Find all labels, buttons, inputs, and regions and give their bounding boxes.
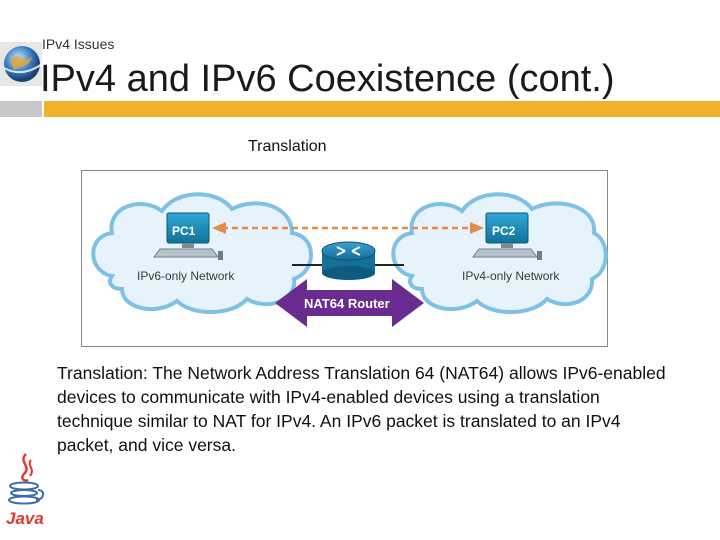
right-network-label: IPv4-only Network	[462, 269, 560, 283]
body-paragraph: Translation: The Network Address Transla…	[57, 361, 677, 457]
body-term: Translation	[57, 363, 143, 383]
globe-logo-icon	[0, 42, 43, 86]
pc1-computer-icon	[153, 212, 223, 260]
router-icon	[321, 241, 376, 280]
pc1-label: PC1	[172, 224, 196, 238]
left-network-label: IPv6-only Network	[137, 269, 235, 283]
nat64-router-arrow	[275, 279, 424, 327]
java-logo-text: Java	[6, 509, 44, 528]
nat64-router-label: NAT64 Router	[304, 296, 390, 311]
slide-title: IPv4 and IPv6 Coexistence (cont.)	[40, 58, 615, 100]
dashed-communication-arrow	[212, 222, 484, 234]
title-accent-bar	[44, 101, 720, 117]
slide-subtitle: IPv4 Issues	[42, 36, 115, 52]
pc2-computer-icon	[472, 212, 542, 260]
figure-caption: Translation	[248, 138, 327, 155]
java-logo-icon: Java	[6, 453, 44, 528]
nat64-diagram: PC1 IPv6-only Network PC2 IPv4-only Netw…	[81, 170, 608, 347]
title-gray-bar	[0, 101, 42, 117]
body-description: : The Network Address Translation 64 (NA…	[57, 363, 666, 455]
pc2-label: PC2	[492, 224, 516, 238]
